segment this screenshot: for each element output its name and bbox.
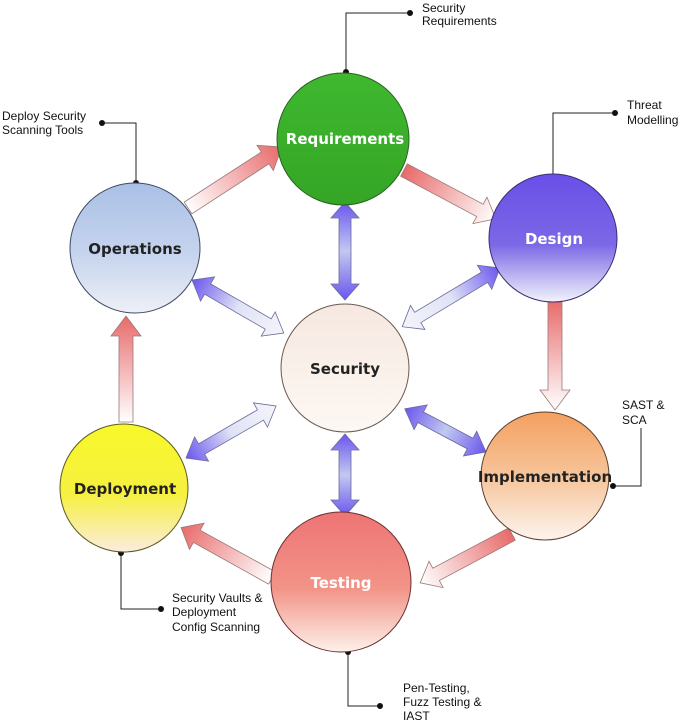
dot-implementation <box>610 483 616 489</box>
leader-implementation <box>613 428 642 487</box>
arrow-operations-to-requirements <box>183 144 283 215</box>
node-implementation: Implementation <box>478 411 612 541</box>
node-security: Security <box>280 303 410 433</box>
callout-implementation-line-1: SAST & <box>622 398 664 412</box>
arrow-security-design <box>401 264 501 330</box>
callout-testing-line-2: Fuzz Testing & <box>403 695 481 709</box>
callout-design-line-1: Threat <box>627 98 662 112</box>
arrow-design-to-implementation <box>539 299 571 411</box>
callout-deployment-line-2: Deployment <box>172 605 237 619</box>
callout-deployment-line-3: Config Scanning <box>172 620 260 634</box>
leader-design <box>552 112 615 183</box>
node-label-operations: Operations <box>88 240 181 258</box>
node-label-implementation: Implementation <box>478 468 612 486</box>
arrow-security-deployment <box>185 402 277 462</box>
callout-lines <box>102 12 642 707</box>
dot-testing-end <box>377 703 383 709</box>
dot-deployment-end <box>158 606 164 612</box>
arrow-security-implementation <box>404 404 487 457</box>
node-testing: Testing <box>270 511 412 653</box>
dot-operations-end <box>99 120 105 126</box>
dot-requirements-end <box>407 10 413 16</box>
callout-requirements-line-2: Requirements <box>422 14 497 28</box>
node-label-requirements: Requirements <box>286 130 405 148</box>
arrow-security-operations <box>191 276 285 337</box>
arrow-testing-to-deployment <box>180 522 276 585</box>
node-label-testing: Testing <box>310 574 371 592</box>
callout-requirements-line-1: Security <box>422 1 465 15</box>
callout-requirements: Security Requirements <box>422 1 497 28</box>
callout-testing-line-1: Pen-Testing, <box>403 681 470 695</box>
node-label-deployment: Deployment <box>74 480 176 498</box>
callout-implementation-line-2: SCA <box>622 413 647 427</box>
arrow-security-requirements <box>330 201 360 301</box>
node-operations: Operations <box>69 182 201 314</box>
callout-design-line-2: Modelling <box>627 113 678 127</box>
callout-operations-line-2: Scanning Tools <box>2 123 83 137</box>
arrow-deployment-to-operations <box>110 315 142 423</box>
node-deployment: Deployment <box>59 423 189 553</box>
callout-operations-line-1: Deploy Security <box>2 109 86 123</box>
leader-operations <box>102 122 137 183</box>
arrow-implementation-to-testing <box>419 527 516 589</box>
node-label-security: Security <box>310 360 380 378</box>
callout-testing-line-3: IAST <box>403 709 430 723</box>
node-design: Design <box>488 173 618 303</box>
callout-implementation: SAST & SCA <box>622 398 668 427</box>
node-label-design: Design <box>525 230 583 248</box>
callout-deployment: Security Vaults & Deployment Config Scan… <box>172 591 266 634</box>
leader-requirements <box>345 12 410 72</box>
leader-deployment <box>120 553 161 610</box>
callout-operations: Deploy Security Scanning Tools <box>2 109 89 137</box>
dot-design-end <box>612 110 618 116</box>
node-requirements: Requirements <box>276 72 410 206</box>
callout-design: Threat Modelling <box>627 98 678 127</box>
arrow-security-testing <box>330 433 360 517</box>
arrow-requirements-to-design <box>400 163 497 225</box>
leader-testing <box>347 652 380 707</box>
callout-deployment-line-1: Security Vaults & <box>172 591 262 605</box>
callout-testing: Pen-Testing, Fuzz Testing & IAST <box>403 681 485 723</box>
